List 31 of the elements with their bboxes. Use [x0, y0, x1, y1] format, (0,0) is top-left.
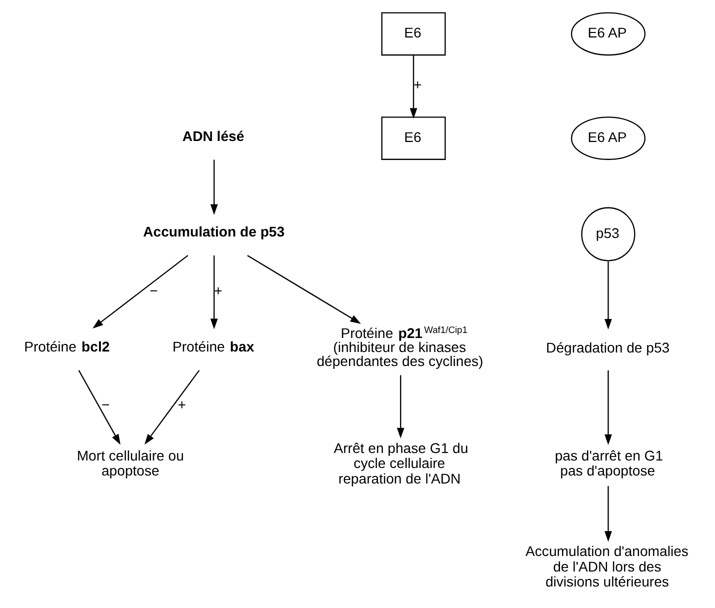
node-text: Dégradation de p53 — [546, 340, 670, 356]
node-circle: p53 — [581, 207, 636, 262]
arrow — [247, 254, 361, 324]
node-ellipse: E6 AP — [570, 116, 646, 160]
edge-label: − — [101, 396, 110, 412]
edge-label: − — [150, 282, 158, 299]
node-text: pas d'arrêt en G1 pas d'apoptose — [554, 447, 664, 479]
node-text: Accumulation de p53 — [143, 224, 285, 240]
node-box: E6 — [381, 116, 446, 160]
arrow — [604, 261, 612, 330]
node-text: Mort cellulaire ou apoptose — [76, 447, 184, 479]
arrow — [144, 370, 200, 445]
node-box: E6 — [381, 12, 446, 56]
edge-label: + — [214, 282, 222, 299]
node-text: ADN lésé — [182, 128, 244, 144]
arrow — [210, 255, 218, 330]
arrow — [410, 55, 418, 119]
edge-label: + — [178, 396, 186, 412]
node-text: Arrêt en phase G1 du cycle cellulaire reparation de l'ADN — [334, 440, 468, 486]
node-text: Protéine p21$^{Waf1/Cip1}$ (inhibiteur de kinases dépendantes des cyclines) — [316, 324, 484, 370]
arrow — [396, 375, 404, 438]
node-text: Accumulation d'anomalies de l'ADN lors des divisions ultérieures — [526, 543, 688, 590]
arrow — [604, 370, 612, 445]
arrow — [604, 486, 612, 542]
node-text: Protéine bcl2 — [24, 338, 110, 354]
edge-label: + — [414, 76, 422, 93]
arrow — [210, 160, 218, 215]
node-text: Protéine bax — [172, 338, 254, 354]
arrow — [92, 255, 188, 329]
arrow — [78, 370, 120, 445]
node-ellipse: E6 AP — [570, 12, 646, 56]
